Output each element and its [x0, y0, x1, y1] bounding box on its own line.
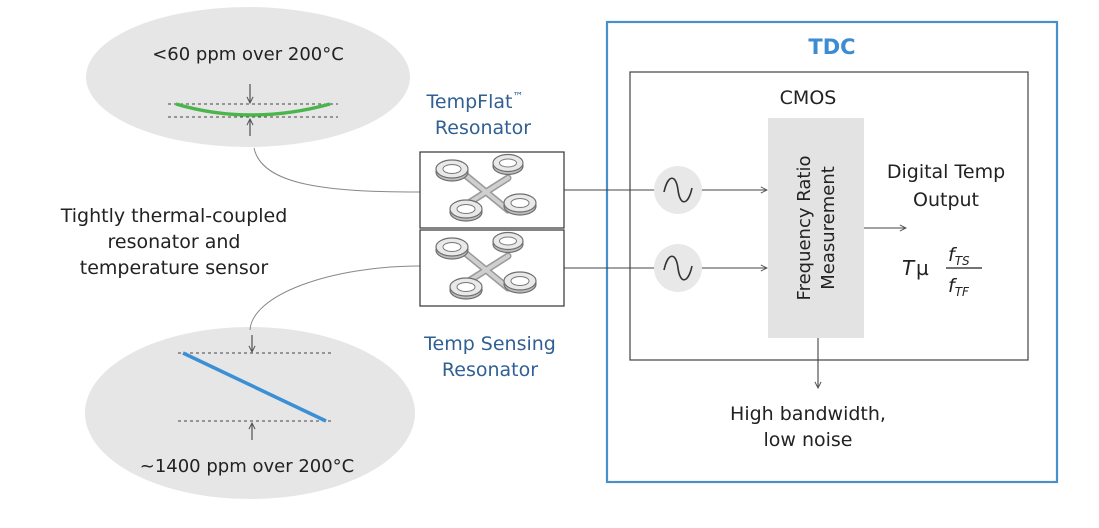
bottom-spec-ellipse: [85, 327, 415, 499]
coupling-note-line2: resonator and: [108, 231, 241, 253]
top-bubble-connector: [253, 147, 421, 193]
tdc-block: TDC: [605, 20, 1059, 484]
tdc-box: [605, 20, 1059, 484]
tempflat-resonator-label: TempFlat™ Resonator: [426, 90, 532, 139]
temp-sensing-label-line1: Temp Sensing: [423, 333, 556, 355]
cmos-title: CMOS: [780, 87, 837, 109]
temp-sensing-line: [182, 351, 327, 423]
cmos-block: CMOS: [629, 71, 1029, 361]
resonator-stack: [419, 152, 565, 307]
formula-numerator: fTS: [948, 244, 970, 268]
bandwidth-note-line2: low noise: [763, 429, 852, 451]
temp-sensing-label-line2: Resonator: [442, 359, 538, 381]
frequency-ratio-rect: [768, 118, 864, 338]
cmos-box: [629, 71, 1029, 361]
frequency-ratio-block: Frequency Ratio Measurement: [768, 118, 864, 338]
sine-wave-icon: [663, 177, 693, 203]
frequency-ratio-line1: Frequency Ratio: [794, 156, 815, 301]
temp-sensing-resonator-label: Temp Sensing Resonator: [423, 333, 556, 381]
sine-wave-icon: [663, 255, 693, 281]
ratio-formula: T µ fTS fTF: [902, 244, 982, 299]
digital-temp-output: Digital Temp Output: [887, 161, 1005, 211]
coupling-note-line3: temperature sensor: [80, 257, 269, 279]
frequency-ratio-line2: Measurement: [818, 166, 839, 290]
tempflat-label-line2: Resonator: [435, 117, 531, 139]
bandwidth-note: High bandwidth, low noise: [730, 403, 886, 451]
top-spec-bubble: <60 ppm over 200°C: [86, 7, 410, 147]
formula-denominator: fTF: [948, 275, 970, 299]
tdc-title: TDC: [808, 35, 855, 59]
oscillator-top: [654, 166, 702, 214]
tempflat-curve: [175, 102, 331, 117]
top-spec-label: <60 ppm over 200°C: [152, 44, 344, 65]
output-line2: Output: [913, 189, 979, 211]
formula-op: µ: [916, 256, 929, 280]
oscillator-bottom: [654, 244, 702, 292]
top-spec-ellipse: [86, 7, 410, 147]
bottom-spec-label: ~1400 ppm over 200°C: [140, 456, 355, 477]
formula-lhs: T: [902, 256, 916, 280]
bottom-bubble-connector: [249, 265, 421, 331]
bottom-spec-bubble: ~1400 ppm over 200°C: [85, 327, 415, 499]
tempflat-label-line1: TempFlat™: [426, 90, 524, 113]
coupling-note-line1: Tightly thermal-coupled: [60, 205, 288, 227]
bandwidth-note-line1: High bandwidth,: [730, 403, 886, 425]
output-line1: Digital Temp: [887, 161, 1005, 183]
coupling-note: Tightly thermal-coupled resonator and te…: [60, 205, 288, 279]
trademark-mark: ™: [512, 90, 523, 103]
